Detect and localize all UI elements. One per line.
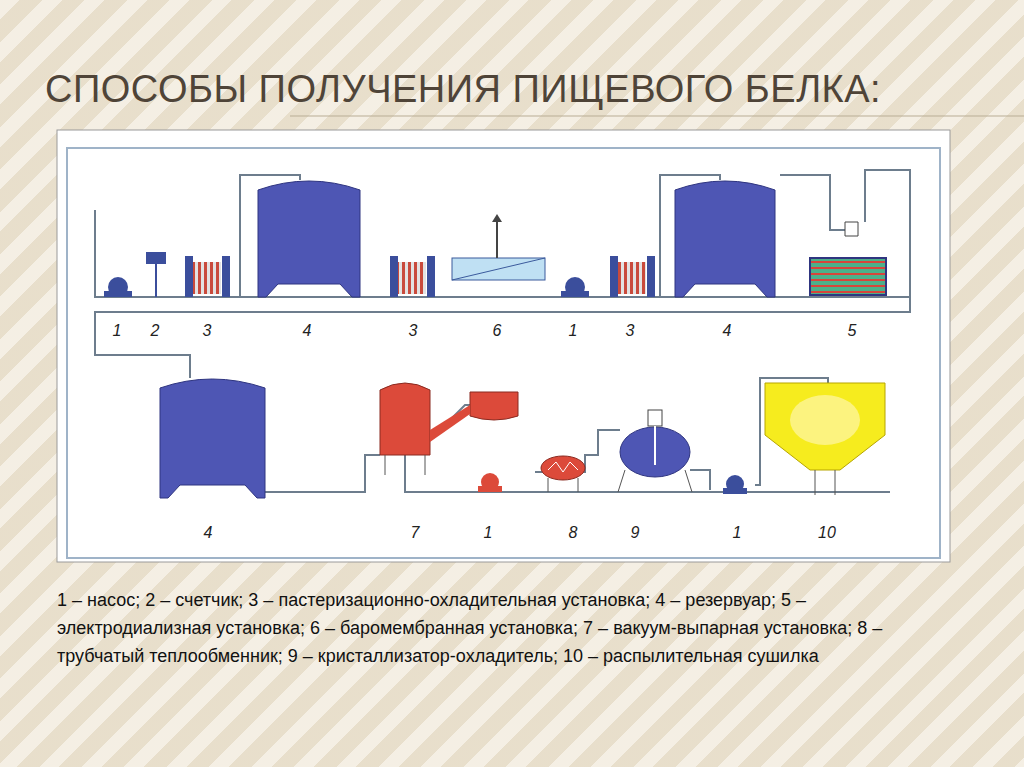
electrodialysis-unit — [810, 222, 886, 295]
callout-number: 3 — [201, 322, 214, 340]
frame — [67, 148, 940, 558]
tubular-heat-exchanger — [541, 456, 585, 492]
membrane-unit — [452, 214, 545, 280]
callout-number: 1 — [111, 322, 124, 340]
pump — [723, 475, 747, 494]
tank — [675, 181, 775, 297]
callout-number: 7 — [409, 524, 422, 542]
title-rule — [290, 116, 1024, 117]
diagram-panel — [57, 130, 950, 562]
legend-caption: 1 – насос; 2 – счетчик; 3 – пастеризацио… — [57, 586, 957, 670]
callout-number: 1 — [567, 322, 580, 340]
callout-number: 8 — [567, 524, 580, 542]
callout-number: 4 — [301, 322, 314, 340]
slide-title: СПОСОБЫ ПОЛУЧЕНИЯ ПИЩЕВОГО БЕЛКА: — [45, 68, 881, 111]
spray-dryer — [765, 383, 885, 495]
tank — [258, 181, 360, 297]
callout-number: 4 — [721, 322, 734, 340]
callout-number: 2 — [149, 322, 162, 340]
tank — [160, 379, 265, 498]
callout-number: 4 — [202, 524, 215, 542]
callout-number: 6 — [491, 322, 504, 340]
flow-meter — [146, 252, 166, 297]
callout-number: 5 — [846, 322, 859, 340]
pasteurizer — [185, 256, 230, 297]
pasteurizer — [390, 256, 435, 297]
callout-number: 9 — [629, 524, 642, 542]
crystallizer-cooler — [618, 410, 692, 492]
callout-number: 3 — [624, 322, 637, 340]
pump — [104, 277, 132, 297]
callout-number: 1 — [482, 524, 495, 542]
pasteurizer — [610, 256, 655, 297]
callout-number: 1 — [731, 524, 744, 542]
vacuum-evaporator — [380, 383, 518, 475]
pump — [478, 473, 502, 492]
pump — [561, 277, 589, 297]
callout-number: 3 — [407, 322, 420, 340]
callout-number: 10 — [816, 524, 838, 542]
